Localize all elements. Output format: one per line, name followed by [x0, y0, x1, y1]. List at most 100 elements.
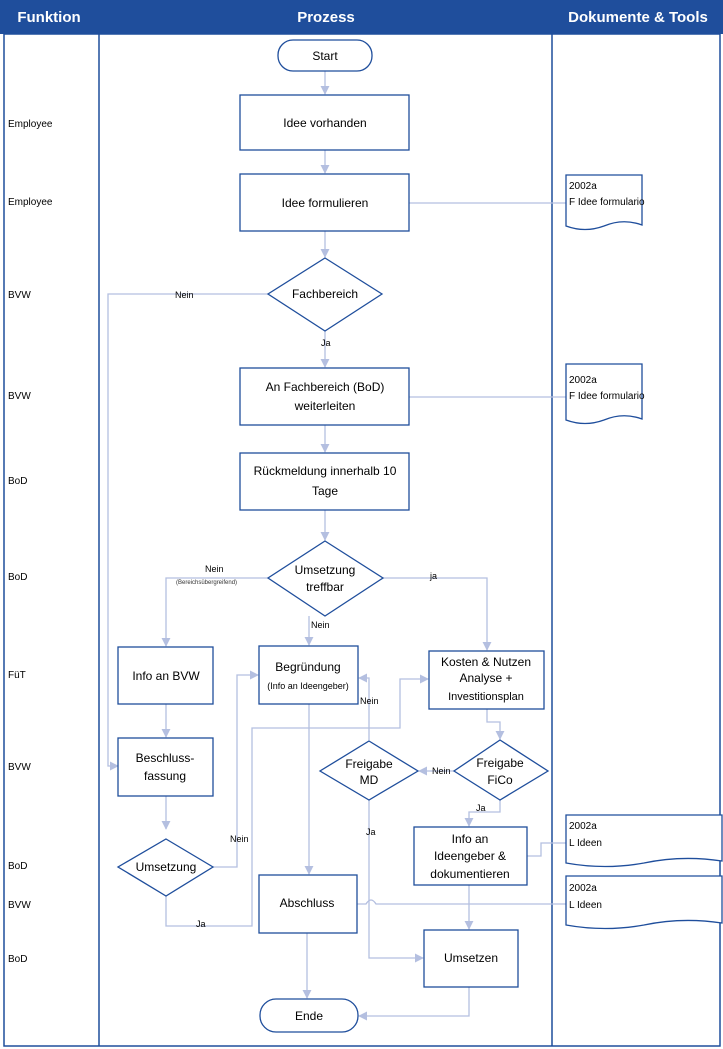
kosten-nutzen-box	[428, 650, 545, 710]
document-1-code: 2002a	[569, 181, 597, 192]
beschluss-line2: fassung	[144, 769, 186, 783]
doc-connector-4	[357, 899, 566, 905]
start-terminator	[277, 39, 373, 72]
kosten-line2: Analyse +	[459, 671, 512, 685]
connector-kosten-fico	[486, 709, 505, 740]
role-bvw-4: BVW	[8, 900, 31, 911]
start-label: Start	[312, 49, 338, 63]
header-bar	[0, 0, 723, 34]
idee-vorhanden-label: Idee vorhanden	[283, 116, 366, 130]
doc-connector-3	[527, 842, 566, 857]
document-2-name: F Idee formulario	[569, 391, 645, 402]
document-2-shape	[565, 363, 643, 425]
connector-fachbereich-nein	[107, 293, 268, 771]
label-md-ja: Ja	[366, 827, 376, 837]
umsetzung-treffbar-line2: treffbar	[306, 580, 344, 594]
rueckmeldung-box	[239, 452, 410, 511]
info-ideengeber-box	[413, 826, 528, 886]
ende-label: Ende	[295, 1009, 323, 1023]
label-fachbereich-ja: Ja	[321, 338, 331, 348]
document-3-name: L Ideen	[569, 838, 602, 849]
abschluss-label: Abschluss	[280, 896, 335, 910]
umsetzung-decision	[116, 838, 215, 897]
info-an-bvw-label: Info an BVW	[132, 669, 200, 683]
connector-umsetzung-ja	[165, 674, 429, 927]
info-ideengeber-line2: Ideengeber &	[434, 849, 506, 863]
table-border	[3, 33, 721, 1047]
umsetzen-label: Umsetzen	[444, 951, 498, 965]
freigabe-md-decision	[318, 740, 420, 801]
connector-umsetzen-ende	[358, 987, 470, 1021]
label-umsetzung-ja: Ja	[196, 919, 206, 929]
idee-vorhanden-box	[239, 94, 410, 151]
fachbereich-label: Fachbereich	[292, 287, 358, 301]
connector-umsetzung-nein	[213, 670, 259, 868]
header-dokumente: Dokumente & Tools	[568, 9, 708, 26]
role-bvw-3: BVW	[8, 762, 31, 773]
idee-formulieren-box	[239, 173, 410, 232]
connectors	[107, 71, 566, 1021]
role-bod-2: BoD	[8, 572, 27, 583]
role-bod-3: BoD	[8, 861, 27, 872]
kosten-line3: Investitionsplan	[448, 691, 524, 703]
rueckmeldung-line2: Tage	[312, 484, 338, 498]
freigabe-md-line2: MD	[360, 773, 379, 787]
label-fachbereich-nein: Nein	[175, 290, 194, 300]
label-treffbar-nein-note: (Bereichsübergreifend)	[176, 580, 237, 586]
begruendung-line1: Begründung	[275, 660, 340, 674]
connector-fico-ja	[464, 800, 501, 827]
rueckmeldung-line1: Rückmeldung innerhalb 10	[254, 464, 397, 478]
connector-treffbar-nein-left	[161, 577, 268, 647]
document-4-name: L Ideen	[569, 900, 602, 911]
document-4-code: 2002a	[569, 883, 597, 894]
abschluss-box	[258, 874, 358, 934]
umsetzung-label: Umsetzung	[136, 860, 197, 874]
ende-terminator	[259, 998, 359, 1033]
role-bvw-1: BVW	[8, 290, 31, 301]
label-treffbar-nein-down: Nein	[311, 620, 330, 630]
info-ideengeber-line1: Info an	[452, 832, 489, 846]
umsetzen-box	[423, 929, 519, 988]
umsetzung-treffbar-decision	[266, 540, 385, 617]
an-fachbereich-box	[239, 367, 410, 426]
role-bvw-2: BVW	[8, 391, 31, 402]
role-employee-1: Employee	[8, 119, 53, 130]
document-2-code: 2002a	[569, 375, 597, 386]
document-4: 2002a L Ideen	[565, 875, 723, 930]
an-fachbereich-line2: weiterleiten	[294, 399, 356, 413]
document-1-shape	[565, 174, 643, 231]
label-treffbar-ja: ja	[429, 571, 437, 581]
document-2: 2002a F Idee formulario	[565, 363, 645, 425]
connector-md-nein	[358, 673, 370, 740]
label-umsetzung-nein: Nein	[230, 834, 249, 844]
label-fico-ja: Ja	[476, 803, 486, 813]
an-fachbereich-line1: An Fachbereich (BoD)	[266, 380, 385, 394]
umsetzung-treffbar-line1: Umsetzung	[295, 563, 356, 577]
document-1-name: F Idee formulario	[569, 197, 645, 208]
beschlussfassung-box	[117, 737, 214, 797]
role-employee-2: Employee	[8, 197, 53, 208]
freigabe-md-line1: Freigabe	[345, 757, 393, 771]
header-prozess: Prozess	[297, 9, 355, 26]
label-fico-nein: Nein	[432, 766, 451, 776]
role-bod-1: BoD	[8, 476, 27, 487]
document-3: 2002a L Ideen	[565, 814, 723, 868]
freigabe-fico-decision	[452, 739, 550, 801]
connector-md-ja	[368, 800, 424, 963]
begruendung-line2: (Info an Ideengeber)	[267, 681, 349, 691]
connector-treffbar-ja	[383, 577, 492, 651]
document-3-shape	[565, 814, 723, 868]
freigabe-fico-line2: FiCo	[487, 773, 513, 787]
document-1: 2002a F Idee formulario	[565, 174, 645, 231]
document-4-shape	[565, 875, 723, 930]
beschluss-line1: Beschluss-	[136, 751, 195, 765]
role-bod-4: BoD	[8, 954, 27, 965]
begruendung-box	[258, 645, 359, 705]
info-ideengeber-line3: dokumentieren	[430, 867, 509, 881]
label-md-nein: Nein	[360, 696, 379, 706]
role-fut: FüT	[8, 670, 26, 681]
header-funktion: Funktion	[17, 9, 80, 26]
freigabe-fico-line1: Freigabe	[476, 756, 524, 770]
